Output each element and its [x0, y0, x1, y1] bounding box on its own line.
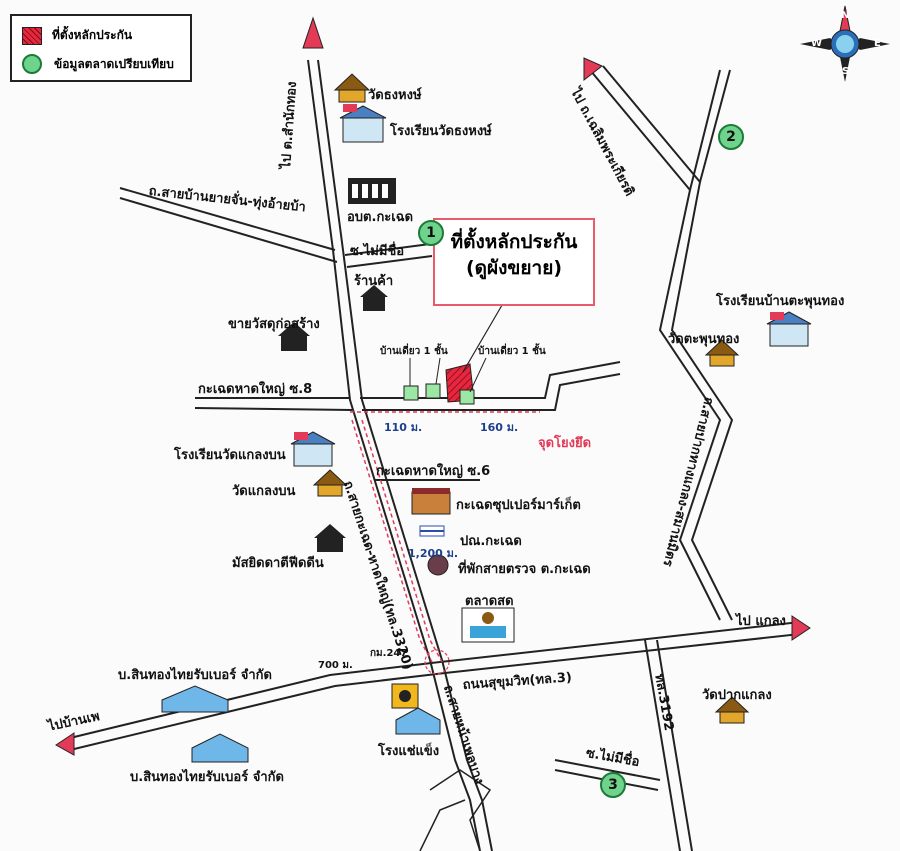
house-box-1 — [403, 385, 419, 401]
map-legend: ที่ตั้งหลักประกัน ข้อมูลตลาดเปรียบเทียบ — [10, 14, 192, 82]
label-house-1: บ้านเดี่ยว 1 ชั้น — [380, 346, 448, 357]
market-icon — [461, 607, 515, 643]
government-building-icon — [348, 178, 396, 204]
factory-icon — [395, 707, 441, 735]
label-supermarket: กะเฉดซุปเปอร์มาร์เก็ต — [456, 498, 581, 513]
callout-subtitle: (ดูผังขยาย) — [465, 256, 563, 279]
label-rubber-1: บ.สินทองไทยรับเบอร์ จำกัด — [118, 668, 272, 683]
legend-collateral-label: ที่ตั้งหลักประกัน — [52, 28, 133, 42]
house-icon — [314, 524, 346, 552]
market-marker-1[interactable]: 1 — [418, 220, 444, 246]
callout-title: ที่ตั้งหลักประกัน — [450, 231, 578, 253]
label-mosque: มัสยิดดาตีฟีดดีน — [232, 556, 324, 571]
right-road — [589, 65, 734, 621]
market-marker-2[interactable]: 2 — [718, 124, 744, 150]
label-ice-factory: โรงแช่แข็ง — [378, 744, 440, 759]
label-rubber-2: บ.สินทองไทยรับเบอร์ จำกัด — [130, 770, 284, 785]
police-icon — [427, 554, 449, 576]
bottom-lines — [419, 769, 492, 851]
arrow-east — [791, 615, 811, 641]
sukhumvit-junction — [424, 649, 450, 675]
label-school-phun: โรงเรียนบ้านตะพุนทอง — [716, 294, 845, 309]
school-icon — [339, 104, 387, 143]
school-icon — [766, 311, 812, 347]
label-wat-klaeng-bon: วัดแกลงบน — [232, 484, 296, 499]
house-box-2 — [425, 383, 441, 399]
road-ban-yai — [119, 187, 433, 268]
label-market: ตลาดสด — [465, 594, 514, 609]
bank-icon — [391, 683, 419, 709]
label-school-klaeng-bon: โรงเรียนวัดแกลงบน — [174, 448, 286, 463]
green-circle-icon — [22, 54, 42, 74]
compass-e: E — [874, 38, 881, 49]
road-3192 — [644, 639, 693, 851]
label-wat-thonghong: วัดธงหงษ์ — [368, 88, 422, 103]
house-icon — [360, 285, 388, 311]
label-wat-pak: วัดปากแกลง — [702, 688, 772, 703]
temple-icon — [714, 696, 750, 724]
legend-market-label: ข้อมูลตลาดเปรียบเทียบ — [54, 56, 174, 71]
house-box-3 — [459, 389, 475, 405]
distance-700: 700 ม. — [318, 660, 353, 671]
temple-icon — [704, 339, 740, 367]
road-label-soi-8: กะเฉดหาดใหญ่ ซ.8 — [198, 382, 313, 397]
factory-icon — [161, 685, 229, 713]
compass-s: S — [842, 66, 850, 77]
km-marker: กม.247 — [370, 648, 408, 659]
label-wat-phun: วัดตะพุนทอง — [668, 332, 740, 347]
supermarket-icon — [411, 488, 451, 515]
distance-1200: 1,200 ม. — [408, 547, 459, 560]
road-label-klaeng: ไป แกลง — [736, 614, 786, 629]
house-icon — [278, 322, 310, 351]
legend-market: ข้อมูลตลาดเปรียบเทียบ — [22, 54, 174, 74]
compass-icon — [800, 5, 890, 82]
callout-pointer — [462, 299, 506, 373]
label-school-thonghong: โรงเรียนวัดธงหงษ์ — [390, 124, 492, 139]
road-label-soi-1: ซ.ไม่มีชื่อ — [350, 244, 405, 259]
arrow-northwest — [583, 57, 603, 82]
temple-icon — [312, 469, 348, 497]
label-shop: ร้านค้า — [354, 274, 394, 289]
temple-icon — [333, 73, 371, 103]
arrow-west — [55, 732, 75, 756]
hatched-square-icon — [22, 26, 42, 45]
compass-n: N — [841, 10, 850, 21]
label-post-office: ปณ.กะเฉด — [460, 534, 522, 549]
label-reference-point: จุดโยงยึด — [538, 436, 592, 451]
distance-160: 160 ม. — [480, 421, 519, 434]
label-material: ขายวัสดุก่อสร้าง — [228, 317, 320, 332]
factory-icon — [191, 733, 249, 763]
arrow-north-top — [302, 16, 324, 49]
label-house-2: บ้านเดี่ยว 1 ชั้น — [478, 346, 546, 357]
distance-110: 110 ม. — [384, 421, 423, 434]
compass-w: W — [811, 38, 823, 49]
collateral-callout: ที่ตั้งหลักประกัน (ดูผังขยาย) — [433, 218, 595, 306]
label-obt: อบต.กะเฉด — [347, 210, 414, 225]
school-icon — [290, 431, 336, 467]
legend-collateral: ที่ตั้งหลักประกัน — [22, 26, 132, 45]
main-road — [307, 59, 493, 851]
road-label-soi-6: กะเฉดหาดใหญ่ ซ.6 — [376, 464, 491, 479]
market-marker-3[interactable]: 3 — [600, 772, 626, 798]
post-icon — [419, 525, 445, 537]
label-police: ที่พักสายตรวจ ต.กะเฉด — [458, 562, 591, 577]
